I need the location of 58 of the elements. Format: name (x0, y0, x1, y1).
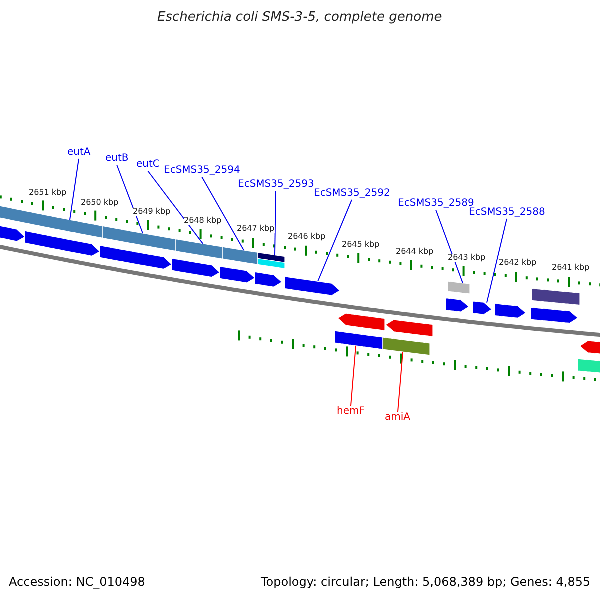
gene-label: hemF (337, 407, 365, 417)
scale-label: 2646 kbp (288, 233, 326, 242)
title: Escherichia coli SMS-3-5, complete genome (158, 11, 442, 24)
gene-feature (100, 245, 172, 270)
gene-bar (222, 246, 258, 266)
leader-line (116, 164, 144, 234)
gene-feature (494, 303, 526, 318)
leader-line (350, 345, 356, 406)
scale-label: 2649 kbp (133, 208, 171, 216)
leader-line (318, 200, 352, 282)
gene-bar (382, 337, 430, 356)
scale-label: 2648 kbp (184, 216, 222, 225)
gene-feature (220, 266, 256, 284)
gene-feature (24, 230, 100, 257)
scale-label: 2645 kbp (342, 240, 380, 249)
gene-label: EcSMS35_2593 (238, 180, 314, 190)
scale-label: 2642 kbp (499, 259, 537, 268)
gene-bar (578, 358, 600, 374)
gene-feature (0, 224, 26, 242)
leader-line (70, 158, 80, 220)
scale-label: 2644 kbp (396, 248, 434, 256)
gene-feature (580, 340, 600, 356)
leader-line (398, 352, 404, 412)
gene-feature (284, 276, 340, 296)
gene-feature (386, 320, 434, 338)
gene-feature (472, 301, 492, 315)
gene-bar (448, 281, 470, 294)
gene-feature (172, 258, 220, 278)
gene-feature (530, 307, 578, 324)
leader-line (436, 210, 464, 284)
scale-label: 2647 kbp (237, 225, 275, 234)
gene-bar (0, 206, 104, 239)
scale-label: 2643 kbp (448, 254, 486, 262)
gene-bar (532, 288, 580, 306)
gene-bar (334, 330, 384, 350)
gene-label: eutA (68, 148, 91, 158)
footer-text: Accession: NC_010498 (9, 576, 146, 588)
gene-label: eutB (106, 154, 129, 164)
gene-bar (176, 238, 224, 260)
gene-bar (102, 226, 176, 252)
gene-label: eutC (136, 160, 160, 170)
gene-bar (258, 258, 286, 270)
gene-bar (258, 252, 286, 264)
gene-feature (446, 298, 470, 312)
leader-line (486, 218, 508, 304)
scale-label: 2651 kbp (29, 188, 67, 197)
gene-label: EcSMS35_2594 (164, 166, 240, 176)
gene-label: EcSMS35_2589 (398, 199, 474, 209)
gene-label: EcSMS35_2592 (314, 189, 390, 199)
footer-text: Topology: circular; Length: 5,068,389 bp; Genes: 4,855 (261, 576, 591, 588)
gene-feature (338, 313, 386, 332)
gene-label: amiA (385, 413, 410, 423)
gene-feature (254, 272, 282, 288)
leader-line (148, 170, 204, 244)
gene-label: EcSMS35_2588 (469, 208, 546, 218)
scale-label: 2650 kbp (81, 198, 119, 207)
scale-label: 2641 kbp (552, 264, 590, 272)
leader-line (202, 176, 244, 251)
